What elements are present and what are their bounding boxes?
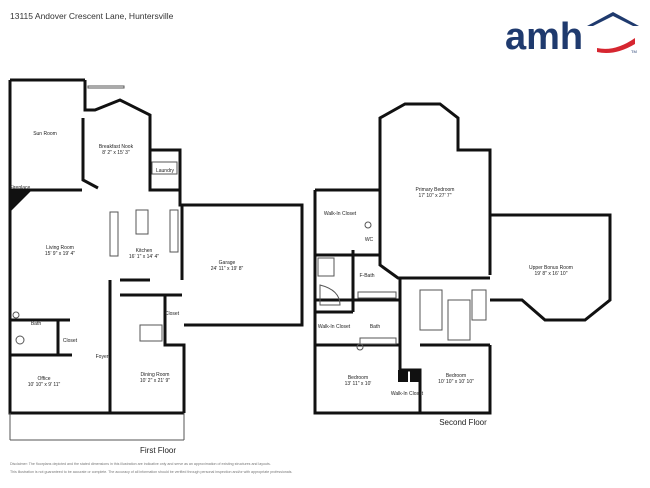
room-dims: 10' 10" x 9' 11" [28,382,61,388]
second-floor-walls [313,102,612,415]
logo-wordmark: amh [505,16,583,54]
walkin-closet-block [410,370,420,382]
second-floor-fixtures [317,221,487,351]
room-label: Walk-In Closet [318,324,351,330]
room-label: Sun Room [33,131,57,137]
room-label: Dining Room [141,372,170,378]
room-label: Walk-In Closet [391,391,424,397]
room-dims: 10' 2" x 21' 9" [140,378,170,384]
logo-roof-icon [587,12,639,26]
disclaimer-line: This illustration is not guaranteed to b… [10,470,293,474]
room-label: Living Room [46,245,74,251]
floor-label-first: First Floor [140,446,176,455]
walkin-closet-block [398,370,408,382]
first-floor-fixtures [9,85,185,441]
room-dims: 24' 11" x 19' 8" [211,266,244,272]
room-label: Laundry [156,168,175,174]
room-label: Garage [219,260,236,266]
floor-label-second: Second Floor [439,418,487,427]
room-label: Closet [165,311,180,317]
room-label: Foyer [96,354,109,360]
room-label: Primary Bedroom [416,187,455,193]
property-address: 13115 Andover Crescent Lane, Huntersvill… [10,11,174,21]
room-dims: 19' 8" x 16' 10" [535,271,568,277]
room-dims: 15' 9" x 19' 4" [45,251,75,257]
room-dims: 8' 2" x 15' 3" [102,150,130,156]
room-label: WC [365,237,374,243]
amh-logo: amh TM [505,12,639,54]
fireplace-label: Fireplace [10,185,31,191]
room-label: Closet [63,338,78,344]
room-label: Bedroom [348,375,368,381]
room-label: Breakfast Nook [99,144,134,150]
fireplace-icon [10,190,32,212]
disclaimer-line: Disclaimer: The floorplans depicted and … [10,462,271,466]
room-dims: 13' 11" x 10' [345,381,372,387]
room-label: Bath [370,324,381,330]
room-label: F-Bath [359,273,374,279]
room-label: Bedroom [446,373,466,379]
room-dims: 17' 10" x 27' 7" [419,193,452,199]
room-label: Bath [31,321,42,327]
room-label: Walk-In Closet [324,211,357,217]
room-label: Upper Bonus Room [529,265,573,271]
room-dims: 16' 1" x 14' 4" [129,254,159,260]
logo-tm: TM [631,49,637,54]
room-label: Kitchen [136,248,153,254]
room-label: Office [38,376,51,382]
logo-swoosh-icon [597,38,635,53]
room-dims: 10' 10" x 10' 10" [438,379,474,385]
